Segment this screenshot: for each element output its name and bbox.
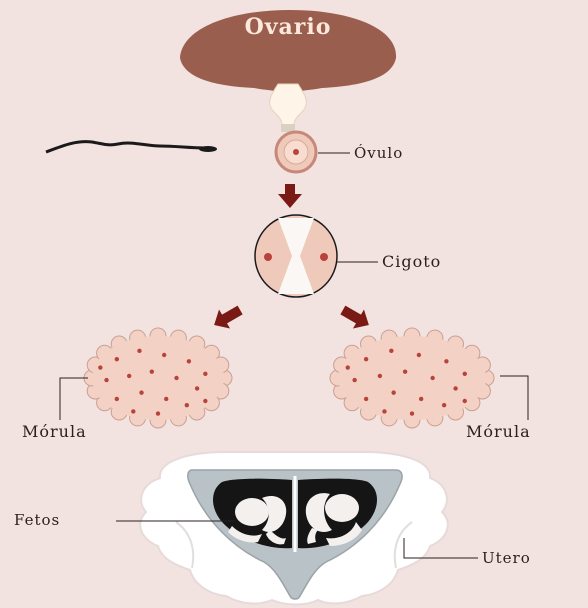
cell-nucleus: [453, 386, 457, 390]
cell-nucleus: [364, 397, 368, 401]
cell-nucleus: [417, 353, 421, 357]
cell-nucleus: [131, 409, 135, 413]
cell-nucleus: [430, 376, 434, 380]
cell-nucleus: [382, 409, 386, 413]
cell-nucleus: [98, 365, 102, 369]
cell-nucleus: [403, 370, 407, 374]
cell-nucleus: [195, 386, 199, 390]
cigoto-label: Cigoto: [382, 252, 441, 271]
cell-nucleus: [104, 378, 108, 382]
cell-nucleus: [389, 349, 393, 353]
cell-nucleus: [187, 359, 191, 363]
cell-nucleus: [364, 357, 368, 361]
cell-nucleus: [203, 372, 207, 376]
morula-body: [338, 336, 486, 420]
cell-nucleus: [150, 370, 154, 374]
follicle-bulb: [270, 84, 307, 126]
arrow-ovum-to-zygote: [278, 184, 302, 208]
cell-nucleus: [419, 397, 423, 401]
cell-nucleus: [444, 359, 448, 363]
morula-body: [92, 336, 224, 420]
ovulo-label: Óvulo: [354, 144, 403, 162]
cell-nucleus: [442, 403, 446, 407]
morula-left-label: Mórula: [22, 422, 87, 441]
fetos-label: Fetos: [14, 511, 60, 529]
morula-left-leader: [60, 378, 88, 420]
arrow-zygote-to-morula-right: [337, 300, 374, 334]
cell-nucleus: [346, 365, 350, 369]
cell-nucleus: [391, 390, 395, 394]
arrow-zygote-to-morula-left: [209, 300, 246, 334]
cell-nucleus: [139, 390, 143, 394]
cell-nucleus: [137, 349, 141, 353]
cell-nucleus: [115, 357, 119, 361]
zygote-nucleus-left: [264, 253, 272, 261]
morula-right-label: Mórula: [466, 422, 531, 441]
utero-label: Utero: [482, 549, 531, 567]
ovary-label: Ovario: [185, 14, 391, 40]
cell-nucleus: [162, 353, 166, 357]
ovum-nucleus: [293, 149, 299, 155]
cell-nucleus: [410, 411, 414, 415]
cell-nucleus: [156, 411, 160, 415]
cell-nucleus: [203, 399, 207, 403]
morula-left: [84, 328, 232, 428]
cell-nucleus: [115, 397, 119, 401]
morula-right-leader: [500, 376, 528, 420]
morula-right: [330, 328, 494, 428]
cell-nucleus: [463, 372, 467, 376]
cell-nucleus: [352, 378, 356, 382]
cell-nucleus: [174, 376, 178, 380]
zygote-nucleus-right: [320, 253, 328, 261]
sperm-head: [199, 146, 217, 152]
cell-nucleus: [185, 403, 189, 407]
cell-nucleus: [127, 374, 131, 378]
cell-nucleus: [463, 399, 467, 403]
cell-nucleus: [164, 397, 168, 401]
sperm-tail: [46, 142, 206, 152]
cell-nucleus: [378, 374, 382, 378]
